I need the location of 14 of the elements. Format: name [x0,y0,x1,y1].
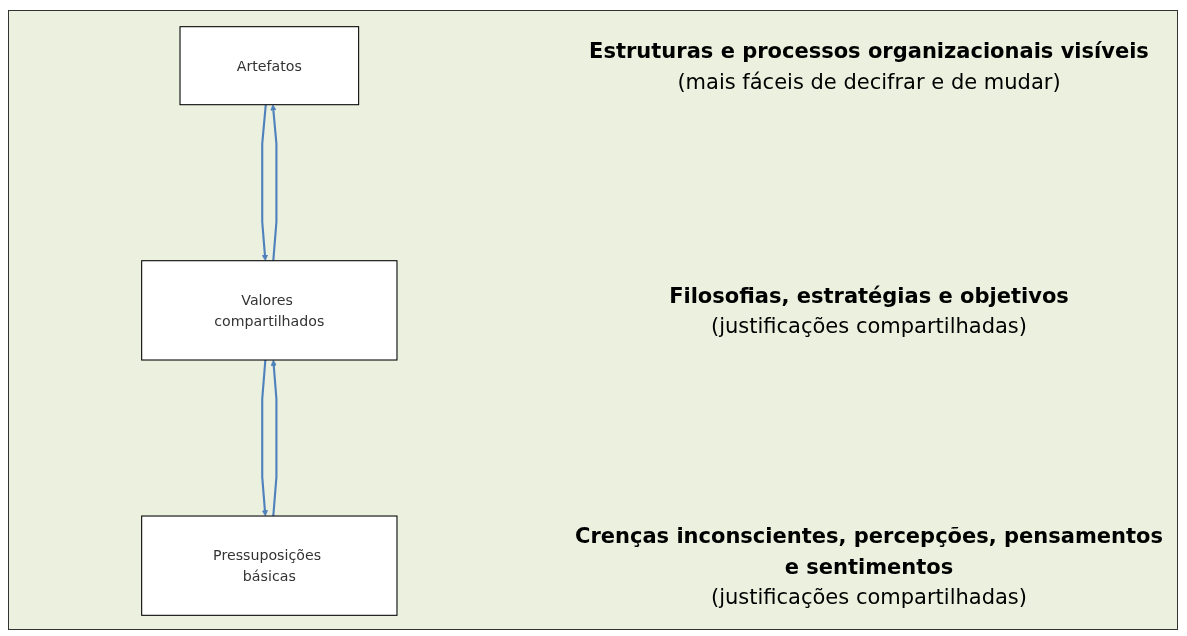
arrow [270,359,278,517]
description-heading: Filosofias, estratégias e objetivos [668,282,1070,310]
description-heading: Crenças inconscientes, percepções, pensamentos e sentimentos [574,523,1164,581]
description-note: (justificações compartilhadas) [710,584,1028,612]
arrow [260,359,268,517]
description-heading: Estruturas e processos organizacionais visíveis [588,38,1150,66]
diagram-drawing: Artefatos Valores compartilhados Pressuposições básicas [135,21,403,621]
arrow [269,104,278,261]
description-note: (mais fáceis de decifrar e de mudar) [676,68,1062,96]
node-box [140,515,398,616]
node-box [140,260,398,361]
arrow [260,104,268,261]
description-note: (justificações compartilhadas) [710,313,1028,341]
node-box [179,26,359,106]
